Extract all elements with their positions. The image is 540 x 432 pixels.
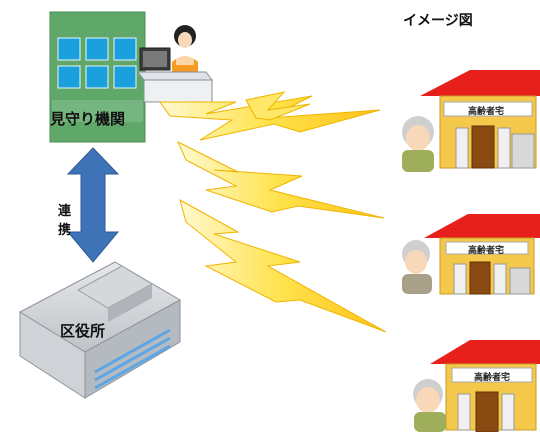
signal-lightning-3 [179,198,387,333]
operator-figure [137,25,213,103]
ward-office-building [18,261,182,399]
house-sign-2: 高齢者宅 [467,246,504,256]
house-sign-3: 高齢者宅 [473,373,510,383]
cooperation-arrow [66,147,120,263]
diagram-title: イメージ図 [403,13,473,29]
ward-office-label: 区役所 [60,322,106,340]
signal-lightning-4 [245,91,311,121]
elderly-home-1 [402,70,540,172]
house-sign-1: 高齢者宅 [467,107,504,117]
signal-lightning-2 [176,140,385,219]
monitoring-agency-label: 見守り機関 [50,110,126,128]
elderly-home-2 [402,214,540,295]
cooperation-label: 連 携 [58,204,106,238]
elderly-home-3 [413,340,540,432]
